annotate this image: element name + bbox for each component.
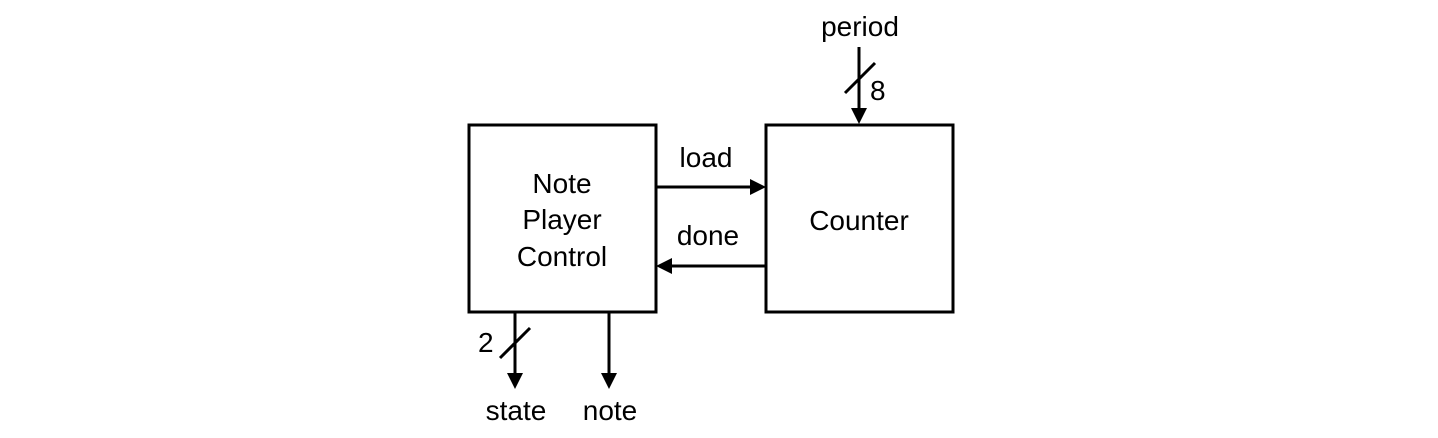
- load-signal: load: [656, 142, 766, 195]
- load-arrowhead-icon: [750, 179, 766, 195]
- state-signal: 2 state: [478, 312, 546, 426]
- note-player-control-block: Note Player Control: [467, 123, 658, 314]
- state-label: state: [486, 395, 547, 426]
- load-label: load: [680, 142, 733, 173]
- period-signal: period 8: [821, 11, 899, 124]
- note-label: note: [583, 395, 638, 426]
- bus-slash-icon: [498, 326, 532, 360]
- note-arrowhead-icon: [601, 373, 617, 389]
- period-bus-width: 8: [870, 75, 886, 106]
- period-arrowhead-icon: [851, 108, 867, 124]
- counter-label: Counter: [809, 205, 909, 236]
- done-signal: done: [656, 220, 766, 274]
- state-bus-width: 2: [478, 327, 494, 358]
- block-label-line: Note: [532, 168, 591, 199]
- period-label: period: [821, 11, 899, 42]
- done-label: done: [677, 220, 739, 251]
- block-label-line: Control: [517, 241, 607, 272]
- state-arrowhead-icon: [507, 373, 523, 389]
- note-signal: note: [583, 312, 638, 426]
- block-label-line: Player: [522, 204, 601, 235]
- counter-block: Counter: [764, 123, 955, 314]
- done-arrowhead-icon: [656, 258, 672, 274]
- bus-slash-icon: [843, 61, 877, 95]
